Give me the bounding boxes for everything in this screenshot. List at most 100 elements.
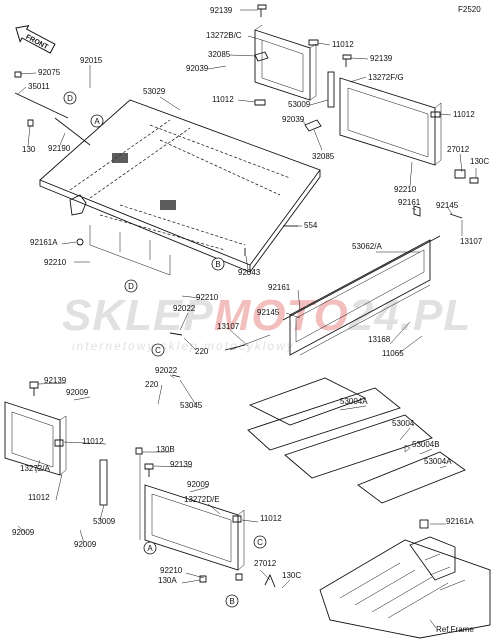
part-label: 92009 <box>12 528 35 537</box>
part-label: 13168 <box>368 335 391 344</box>
leader-line <box>399 427 411 441</box>
part-label: 130 <box>22 145 36 154</box>
floor-mats-53004 <box>247 377 466 504</box>
leader-line <box>439 465 447 469</box>
leader-line <box>73 396 91 401</box>
watermark: SKLEPMOTO24.PL internetowy sklep motocyk… <box>62 291 471 353</box>
callout-circle <box>253 535 267 549</box>
part-label: 92139 <box>370 54 393 63</box>
leader-line <box>301 119 307 126</box>
part-label: 53004A <box>340 397 368 406</box>
leader-line <box>157 384 163 405</box>
part-label: 92161A <box>30 238 58 247</box>
leader-line <box>297 289 301 311</box>
part-label: 13272B/C <box>206 31 242 40</box>
watermark-brand-left: SKLEP <box>62 291 214 340</box>
part-label: 92210 <box>44 258 67 267</box>
part-label: 32085 <box>208 50 231 59</box>
leader-line <box>61 241 77 245</box>
leader-line <box>317 42 331 46</box>
leader-line <box>181 295 201 299</box>
part-label: 53004A <box>424 457 452 466</box>
part-label: 92210 <box>196 293 219 302</box>
leader-line <box>159 96 181 111</box>
part-label: 11012 <box>453 110 475 119</box>
part-label: 92161A <box>446 517 474 526</box>
part-label: 92139 <box>210 6 233 15</box>
part-label: Ref.Frame <box>436 625 474 634</box>
leader-line <box>313 129 323 151</box>
part-label: 92039 <box>282 115 305 124</box>
leader-line <box>189 486 209 493</box>
part-label: 130B <box>156 445 175 454</box>
callout-letter: D <box>67 94 73 103</box>
part-label: 92022 <box>155 366 178 375</box>
leader-line <box>183 337 197 351</box>
part-label: 53045 <box>180 401 203 410</box>
side-frame-13272de <box>139 455 245 571</box>
watermark-tagline: internetowy sklep motocyklowy <box>72 339 295 353</box>
side-frame-13272bc <box>254 24 317 101</box>
leader-line <box>389 321 411 345</box>
part-label: 92145 <box>257 308 280 317</box>
leader-line <box>285 312 301 319</box>
leader-line <box>17 525 27 534</box>
part-label: 130C <box>282 571 301 580</box>
watermark-brand-mid: MOTO <box>214 291 349 340</box>
part-label: 13107 <box>460 237 483 246</box>
part-label: 92161 <box>398 198 421 207</box>
leader-line <box>59 132 66 146</box>
part-label: 92009 <box>74 540 97 549</box>
part-label: 92145 <box>436 201 459 210</box>
leader-line <box>447 207 453 215</box>
leader-line <box>397 335 423 355</box>
leader-lines <box>17 9 477 629</box>
part-label: 11012 <box>260 514 282 523</box>
leader-line <box>179 379 197 406</box>
part-label: 92161 <box>268 283 291 292</box>
tailgate-53062a <box>229 235 441 356</box>
callout-letter: C <box>155 346 161 355</box>
leader-line <box>17 86 27 95</box>
leader-line <box>350 57 369 60</box>
part-label: 92015 <box>80 56 103 65</box>
callout-circle <box>143 541 157 555</box>
part-label: 53004B <box>412 440 440 449</box>
part-label: 53062/A <box>352 242 382 251</box>
part-label: 130A <box>158 576 177 585</box>
leader-line <box>237 99 256 103</box>
leader-line <box>179 312 189 331</box>
front-arrow-icon: FRONT <box>15 24 56 54</box>
callout-letter: D <box>128 282 134 291</box>
callout-circle <box>90 114 104 128</box>
leader-line <box>419 448 433 455</box>
leader-line <box>185 572 205 579</box>
leader-line <box>99 504 105 521</box>
svg-text:SKLEPMOTO24.PL: SKLEPMOTO24.PL <box>62 291 471 340</box>
callout-letter: A <box>147 544 153 553</box>
part-label: 92022 <box>173 304 196 313</box>
part-label: 130C <box>470 157 489 166</box>
leader-line <box>281 579 291 589</box>
part-label: 53004 <box>392 419 415 428</box>
figure-code: F2520 <box>458 5 481 14</box>
leader-line <box>229 329 249 347</box>
side-frame-13272fg <box>327 71 442 166</box>
leader-line <box>55 473 63 501</box>
part-label: 11012 <box>28 493 50 502</box>
part-label: 11012 <box>82 437 104 446</box>
part-label: 32085 <box>312 152 335 161</box>
leader-line <box>245 255 249 271</box>
callout-circle <box>151 343 165 357</box>
part-label: 35011 <box>28 82 50 91</box>
bed-panel-53029 <box>39 99 321 276</box>
part-label: 11065 <box>382 349 404 358</box>
leader-line <box>439 113 452 116</box>
leader-line <box>169 374 175 379</box>
part-label: 92039 <box>186 64 209 73</box>
callout-letter: A <box>94 117 100 126</box>
part-label: 92210 <box>394 185 417 194</box>
part-label: 13107 <box>217 322 240 331</box>
